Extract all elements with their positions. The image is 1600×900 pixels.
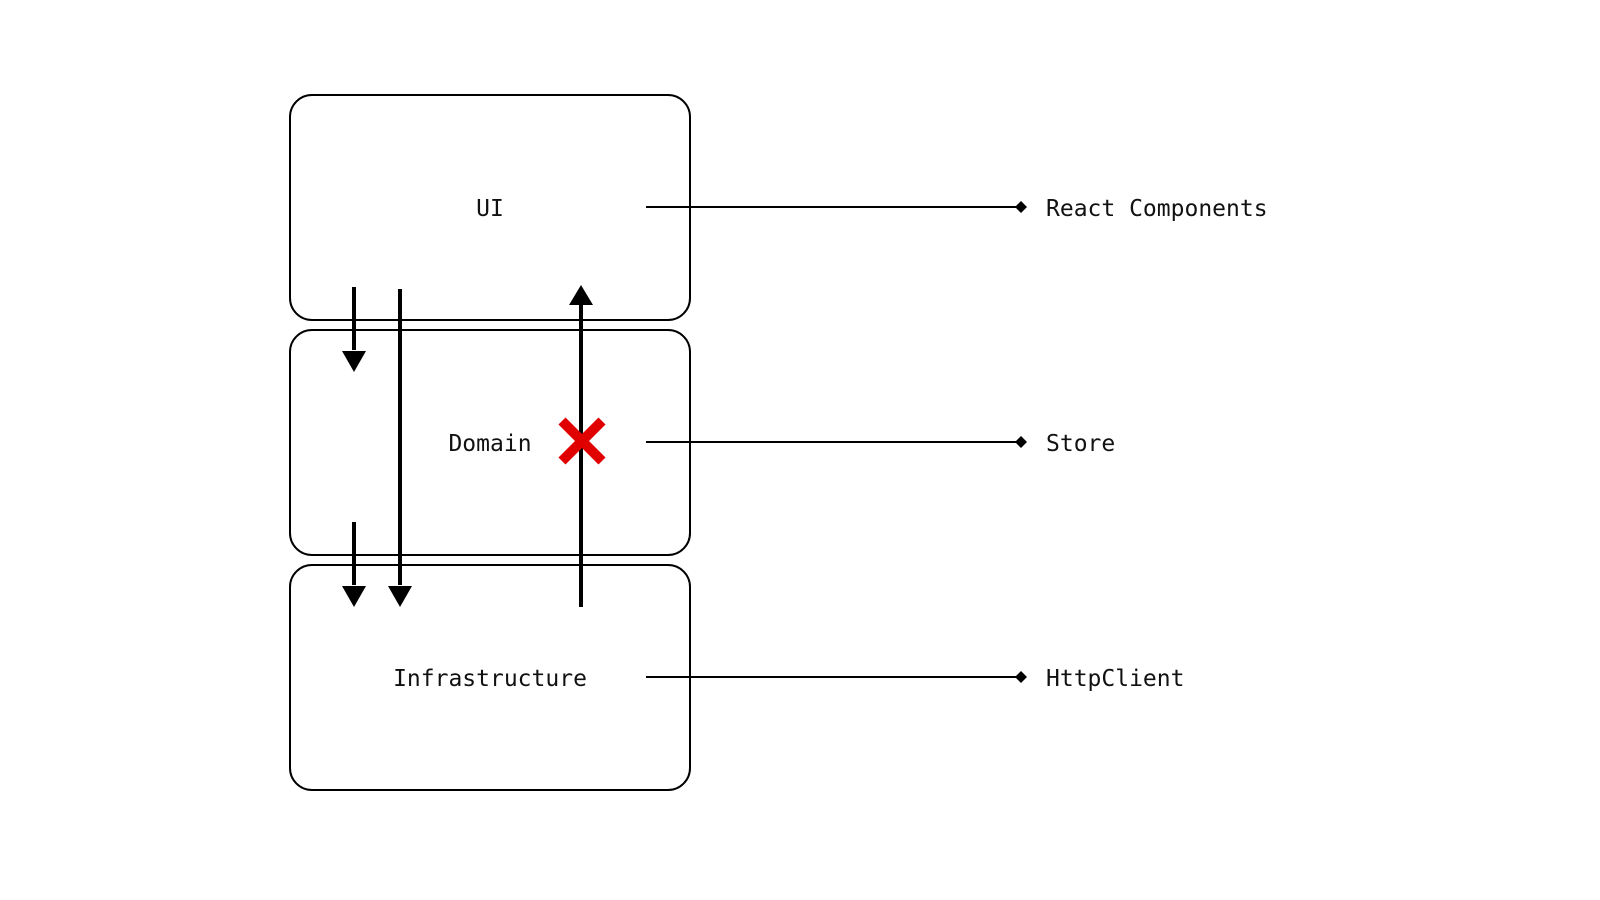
diamond-icon (1015, 436, 1027, 448)
arrowhead-up-icon (569, 285, 593, 305)
arrowhead-down-icon (388, 586, 412, 607)
arrow-ui-to-domain (342, 287, 366, 372)
arrow-domain-to-infrastructure (342, 522, 366, 607)
connector-infrastructure (646, 671, 1027, 683)
diamond-icon (1015, 201, 1027, 213)
arrowhead-down-icon (342, 586, 366, 607)
annotation-store: Store (1046, 431, 1115, 457)
connector-domain (646, 436, 1027, 448)
connector-ui (646, 201, 1027, 213)
layer-label-ui: UI (476, 196, 504, 222)
diamond-icon (1015, 671, 1027, 683)
annotation-react-components: React Components (1046, 196, 1268, 222)
arrowhead-down-icon (342, 351, 366, 372)
red-x-icon (558, 417, 606, 465)
layer-label-infrastructure: Infrastructure (393, 666, 587, 692)
arrow-ui-to-infrastructure (388, 289, 412, 607)
layer-label-domain: Domain (448, 431, 531, 457)
annotation-httpclient: HttpClient (1046, 666, 1184, 692)
arrow-infrastructure-to-ui-forbidden (569, 285, 593, 607)
